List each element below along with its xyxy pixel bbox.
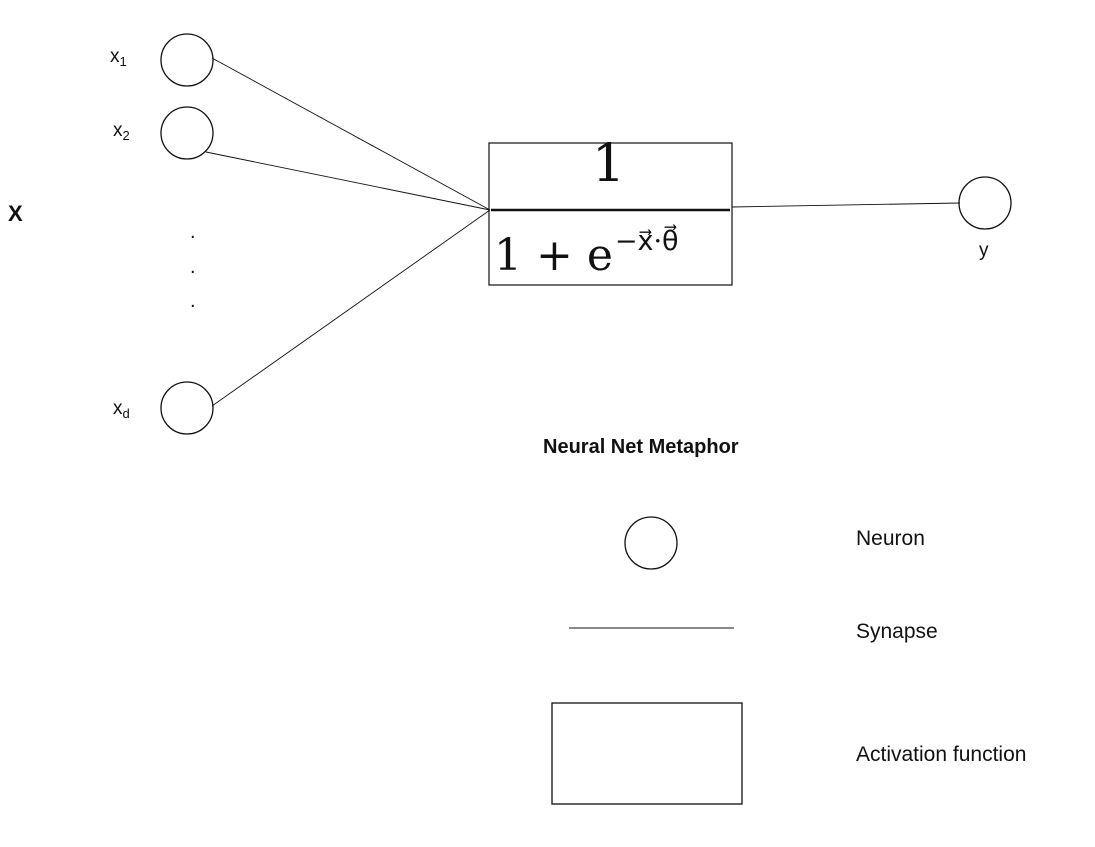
ellipsis-dot: . bbox=[190, 221, 196, 243]
ellipsis-dot: . bbox=[190, 256, 196, 278]
activation-exponent: −x⃗·θ⃗ bbox=[614, 226, 679, 257]
input-neuron-x1 bbox=[160, 33, 214, 87]
activation-box bbox=[488, 142, 733, 286]
input-label-x2: x2 bbox=[113, 120, 130, 143]
synapse-output bbox=[731, 202, 961, 208]
synapse-xd bbox=[211, 209, 491, 407]
ellipsis-dot: . bbox=[190, 290, 196, 312]
input-label-x1: x1 bbox=[110, 46, 127, 69]
legend-activation-symbol bbox=[551, 702, 743, 805]
input-neuron-x2 bbox=[160, 106, 214, 160]
output-label: y bbox=[979, 240, 989, 261]
activation-denominator: 1 + e−x⃗·θ⃗ bbox=[494, 226, 679, 281]
output-neuron bbox=[958, 176, 1012, 230]
input-neuron-xd bbox=[160, 381, 214, 435]
synapse-x2 bbox=[205, 151, 491, 211]
activation-numerator: 1 bbox=[592, 134, 626, 194]
synapse-x1 bbox=[211, 57, 491, 211]
legend-label-activation: Activation function bbox=[856, 743, 1027, 766]
legend-label-neuron: Neuron bbox=[856, 527, 925, 550]
legend-title: Neural Net Metaphor bbox=[543, 436, 739, 458]
legend-label-synapse: Synapse bbox=[856, 620, 938, 643]
legend-neuron-symbol bbox=[624, 516, 678, 570]
input-label-xd: xd bbox=[113, 398, 130, 421]
input-vector-label: X bbox=[8, 201, 23, 226]
